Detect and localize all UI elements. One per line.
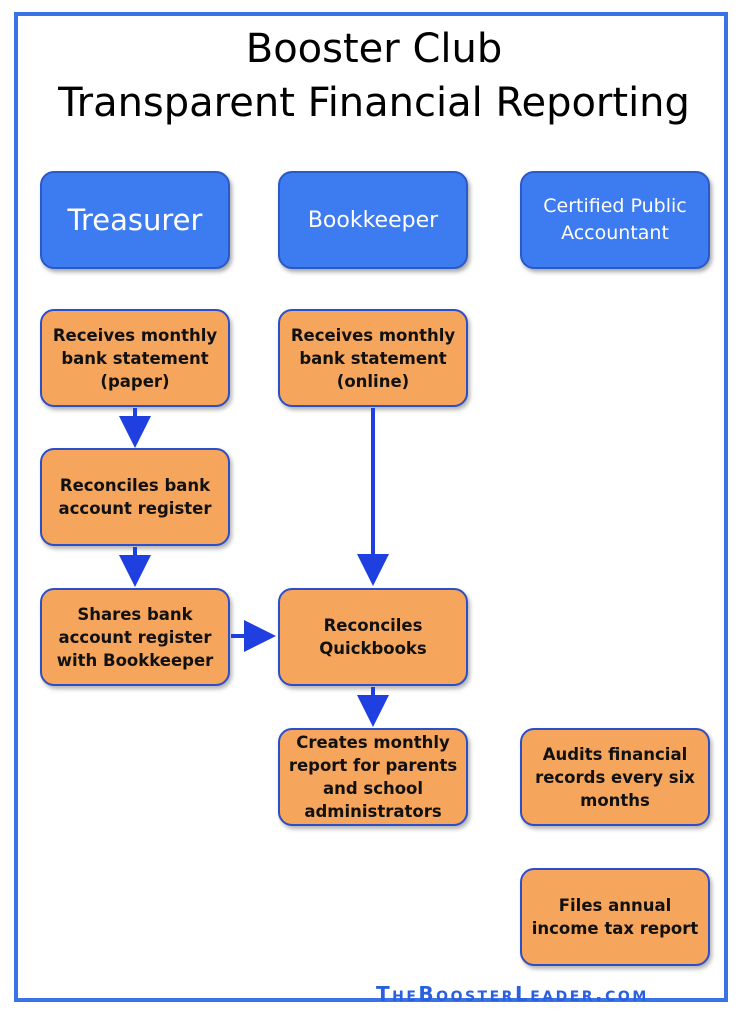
- role-bookkeeper: Bookkeeper: [278, 171, 468, 269]
- task-treasurer-receives-statement: Receives monthly bank statement (paper): [40, 309, 230, 407]
- title-line-2: Transparent Financial Reporting: [58, 80, 690, 126]
- task-cpa-files-tax-report: Files annual income tax report: [520, 868, 710, 966]
- task-bookkeeper-receives-statement: Receives monthly bank statement (online): [278, 309, 468, 407]
- task-bookkeeper-creates-report: Creates monthly report for parents and s…: [278, 728, 468, 826]
- task-cpa-audits: Audits financial records every six month…: [520, 728, 710, 826]
- title-line-1: Booster Club: [245, 26, 503, 72]
- task-treasurer-reconciles-register: Reconciles bank account register: [40, 448, 230, 546]
- footer-brand: TheBoosterLeader.com: [376, 982, 649, 1006]
- diagram-title: Booster Club Transparent Financial Repor…: [14, 22, 734, 130]
- footer-text: TheBoosterLeader.com: [376, 982, 649, 1006]
- role-treasurer: Treasurer: [40, 171, 230, 269]
- task-bookkeeper-reconciles-quickbooks: Reconciles Quickbooks: [278, 588, 468, 686]
- task-treasurer-shares-register: Shares bank account register with Bookke…: [40, 588, 230, 686]
- role-cpa: Certified Public Accountant: [520, 171, 710, 269]
